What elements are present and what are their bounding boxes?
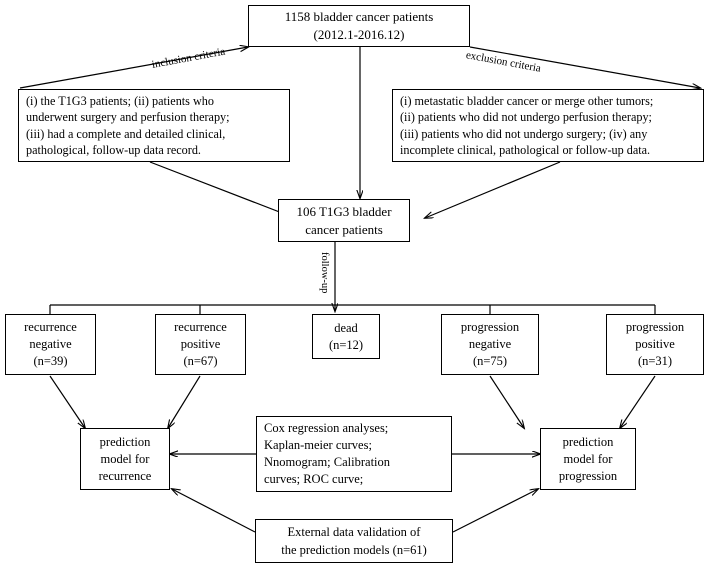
edge-recneg-to-model [49,375,85,428]
node-inclusion-criteria: (i) the T1G3 patients; (ii) patients who… [18,89,290,162]
progression-positive-line-1: progression [625,320,685,334]
external-validation-line-1: External data validation of [287,525,421,539]
recurrence-negative-line-2: negative [29,337,72,351]
node-methods: Cox regression analyses; Kaplan-meier cu… [256,416,452,492]
node-model-progression: prediction model for progression [540,428,636,490]
edge-progpos-to-model [620,375,656,428]
methods-line-1: Cox regression analyses; [264,421,389,435]
node-dead: dead (n=12) [312,314,380,359]
methods-line-4: curves; ROC curve; [264,472,364,486]
exclusion-line-2: (ii) patients who did not undergo perfus… [400,110,652,124]
recurrence-negative-count: (n=39) [33,354,68,368]
methods-line-2: Kaplan-meier curves; [264,438,372,452]
inclusion-line-1: (i) the T1G3 patients; (ii) patients who [26,93,214,108]
external-validation-line-2: the prediction models (n=61) [281,543,427,557]
model-recurrence-line-1: prediction [99,434,151,449]
node-progression-positive: progression positive (n=31) [606,314,704,375]
recurrence-positive-count: (n=67) [183,354,218,368]
inclusion-line-4: pathological, follow-up data record. [26,143,201,157]
model-recurrence-line-3: recurrence [98,468,152,483]
node-progression-negative: progression negative (n=75) [441,314,539,375]
node-model-recurrence: prediction model for recurrence [80,428,170,490]
recurrence-positive-line-2: positive [180,337,221,351]
model-progression-line-1: prediction [562,434,614,449]
inclusion-line-2: underwent surgery and perfusion therapy; [26,110,230,124]
cohort-final-line-2: cancer patients [305,221,383,237]
edge-validation-to-recurrence [172,489,256,533]
progression-positive-count: (n=31) [637,354,673,368]
cohort-final-line-1: 106 T1G3 bladder [296,203,392,219]
edge-progneg-to-model [489,375,524,428]
edge-validation-to-progression [452,489,538,533]
edge-inclusion-to-final [149,161,295,218]
node-cohort-source: 1158 bladder cancer patients (2012.1-201… [248,5,470,47]
cohort-source-line-2: (2012.1-2016.12) [313,27,405,42]
edge-recpos-to-model [168,375,201,428]
recurrence-positive-line-1: recurrence [174,320,227,334]
edge-inclusion [19,47,248,89]
node-recurrence-positive: recurrence positive (n=67) [155,314,246,375]
node-external-validation: External data validation of the predicti… [255,519,453,563]
node-cohort-final: 106 T1G3 bladder cancer patients [278,199,410,242]
cohort-source-line-1: 1158 bladder cancer patients [284,9,434,24]
dead-count: (n=12) [328,337,364,352]
model-progression-line-3: progression [558,468,618,483]
progression-negative-line-1: progression [460,320,520,334]
edge-label-followup: follow-up [319,252,330,294]
progression-negative-line-2: negative [468,337,512,351]
node-recurrence-negative: recurrence negative (n=39) [5,314,96,375]
edge-exclusion-to-final [425,161,561,218]
model-progression-line-2: model for [563,451,613,466]
exclusion-line-4: incomplete clinical, pathological or fol… [400,143,651,157]
progression-negative-count: (n=75) [472,354,508,368]
exclusion-line-3: (iii) patients who did not undergo surge… [400,126,648,141]
node-exclusion-criteria: (i) metastatic bladder cancer or merge o… [392,89,704,162]
dead-label: dead [334,320,358,335]
model-recurrence-line-2: model for [100,451,150,466]
edge-exclusion [469,46,700,88]
recurrence-negative-line-1: recurrence [24,320,77,334]
exclusion-line-1: (i) metastatic bladder cancer or merge o… [400,93,654,108]
methods-line-3: Nnomogram; Calibration [264,455,391,469]
inclusion-line-3: (iii) had a complete and detailed clinic… [26,126,226,141]
progression-positive-line-2: positive [635,337,675,351]
